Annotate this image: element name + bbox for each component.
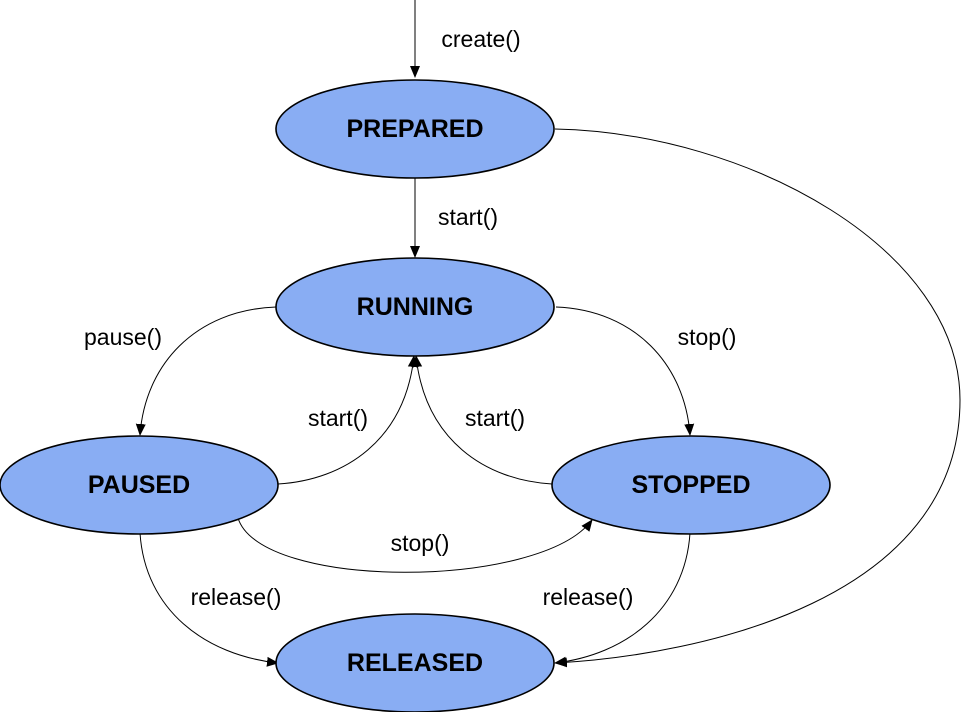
state-released: RELEASED: [275, 613, 555, 712]
label-paused-start: start(): [308, 405, 368, 431]
state-prepared-shape: [275, 79, 555, 179]
state-prepared-label: PREPARED: [346, 115, 483, 143]
edge-paused-to-running: [277, 355, 418, 485]
state-paused: PAUSED: [0, 435, 279, 535]
edge-running-to-stopped: [555, 306, 695, 436]
state-released-label: RELEASED: [347, 649, 483, 677]
state-paused-shape: [0, 435, 279, 535]
label-paused-stop: stop(): [391, 530, 450, 556]
state-prepared: PREPARED: [275, 79, 555, 179]
state-stopped-label: STOPPED: [631, 471, 750, 499]
edge-stopped-to-running: [412, 355, 553, 485]
label-create: create(): [441, 26, 520, 52]
label-stopped-start: start(): [465, 405, 525, 431]
edge-stopped-to-released: [554, 532, 691, 667]
label-pause: pause(): [84, 324, 162, 350]
edge-paused-to-released: [139, 532, 279, 667]
edge-paused-to-stopped: [237, 517, 593, 573]
state-released-shape: [275, 613, 555, 712]
edges: [135, 0, 961, 668]
state-stopped-shape: [551, 435, 831, 535]
transition-labels: create() start() pause() stop() start() …: [84, 26, 736, 610]
label-prepared-start: start(): [438, 204, 498, 230]
state-paused-label: PAUSED: [88, 471, 190, 499]
label-running-stop: stop(): [678, 324, 737, 350]
label-paused-release: release(): [191, 584, 282, 610]
state-stopped: STOPPED: [551, 435, 831, 535]
state-running-shape: [275, 257, 555, 357]
edge-prepared-to-released: [554, 128, 961, 668]
label-stopped-release: release(): [543, 584, 634, 610]
state-running-label: RUNNING: [357, 293, 474, 321]
state-running: RUNNING: [275, 257, 555, 357]
edge-running-to-paused: [135, 306, 277, 436]
